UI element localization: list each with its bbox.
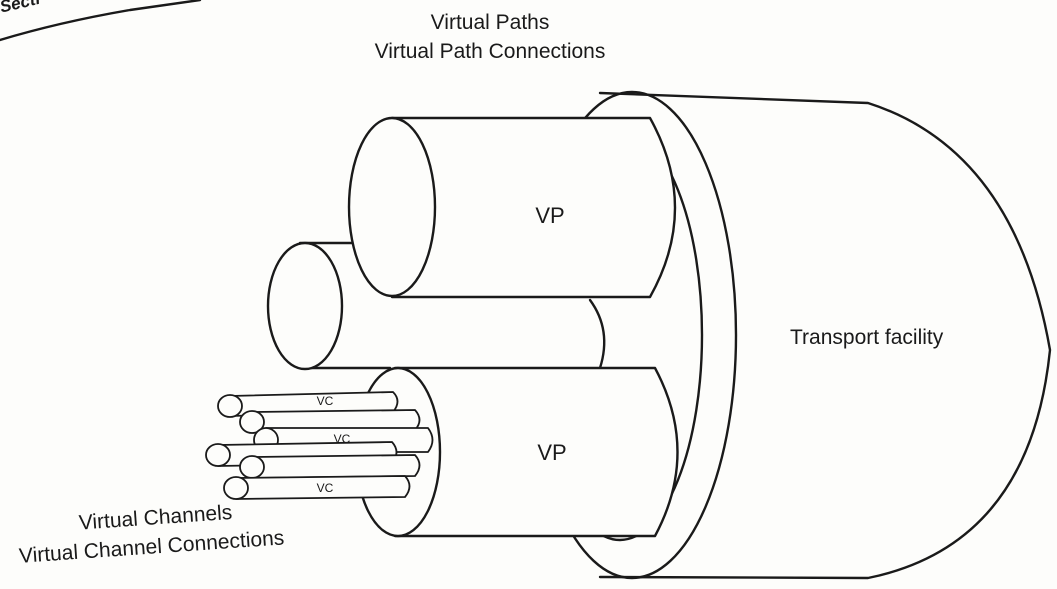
vc-tube — [240, 455, 420, 478]
virtual-paths-line1: Virtual Paths — [300, 8, 680, 37]
vp-cylinder-upper — [349, 118, 675, 297]
vp-label-upper: VP — [520, 203, 580, 229]
vp-label-lower: VP — [522, 440, 582, 466]
transport-facility-label: Transport facility — [790, 326, 1000, 350]
vc-label-bottom: VC — [305, 481, 345, 495]
virtual-paths-line2: Virtual Path Connections — [300, 37, 680, 66]
vc-label-middle: VC — [322, 432, 362, 446]
virtual-paths-label: Virtual Paths Virtual Path Connections — [300, 8, 680, 66]
vc-label-top: VC — [305, 394, 345, 408]
